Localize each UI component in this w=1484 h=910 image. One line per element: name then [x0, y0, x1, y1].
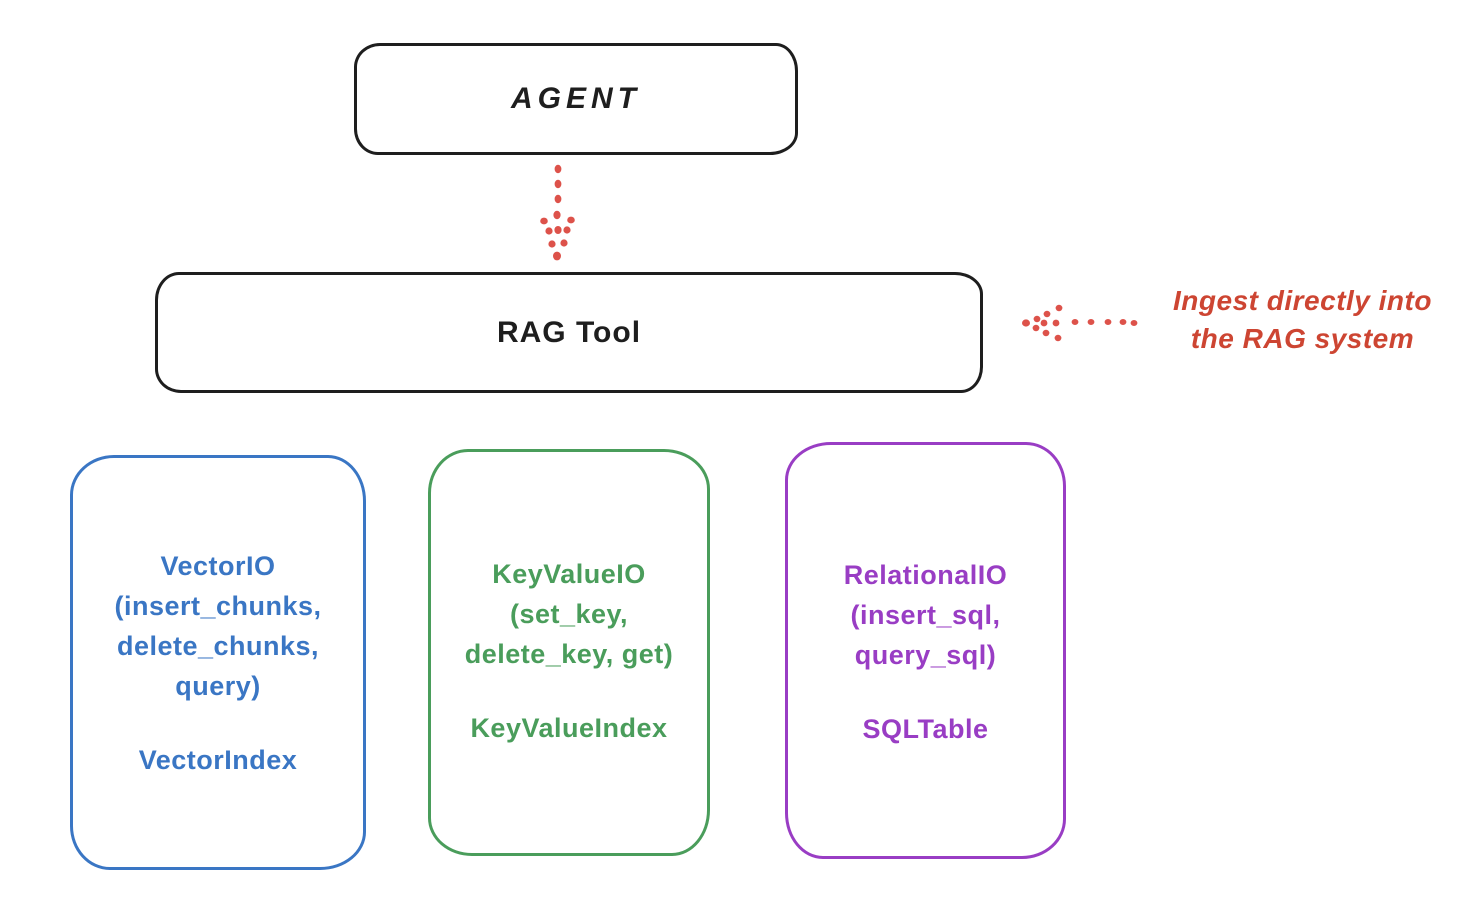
dotted-arrow-left-icon	[1022, 304, 1138, 342]
backend-keyvalueio-node: KeyValueIO (set_key, delete_key, get) Ke…	[428, 449, 710, 856]
backend-relationalio-node: RelationalIO (insert_sql, query_sql) SQL…	[785, 442, 1066, 859]
rag-tool-label: RAG Tool	[496, 315, 642, 349]
backend-vectorio-node: VectorIO (insert_chunks, delete_chunks, …	[70, 455, 366, 870]
keyvalueio-index-label: KeyValueIndex	[470, 713, 668, 743]
vectorio-title: VectorIO	[160, 551, 276, 581]
keyvalueio-title: KeyValueIO	[492, 559, 646, 589]
relationalio-index-label: SQLTable	[862, 714, 989, 744]
rag-tool-node: RAG Tool	[155, 272, 983, 393]
vectorio-index-label: VectorIndex	[138, 745, 298, 775]
annotation-line-1: Ingest directly into	[1173, 285, 1432, 316]
annotation-ingest-note: Ingest directly into the RAG system	[1130, 282, 1475, 358]
annotation-line-2: the RAG system	[1190, 323, 1415, 354]
keyvalueio-functions: KeyValueIO (set_key, delete_key, get)	[465, 554, 674, 674]
agent-label: AGENT	[511, 82, 641, 115]
dotted-arrow-down-icon	[540, 164, 575, 261]
agent-node: AGENT	[354, 43, 798, 155]
relationalio-functions: RelationalIO (insert_sql, query_sql)	[844, 555, 1008, 675]
vectorio-functions: VectorIO (insert_chunks, delete_chunks, …	[114, 546, 321, 706]
relationalio-title: RelationalIO	[843, 560, 1008, 590]
